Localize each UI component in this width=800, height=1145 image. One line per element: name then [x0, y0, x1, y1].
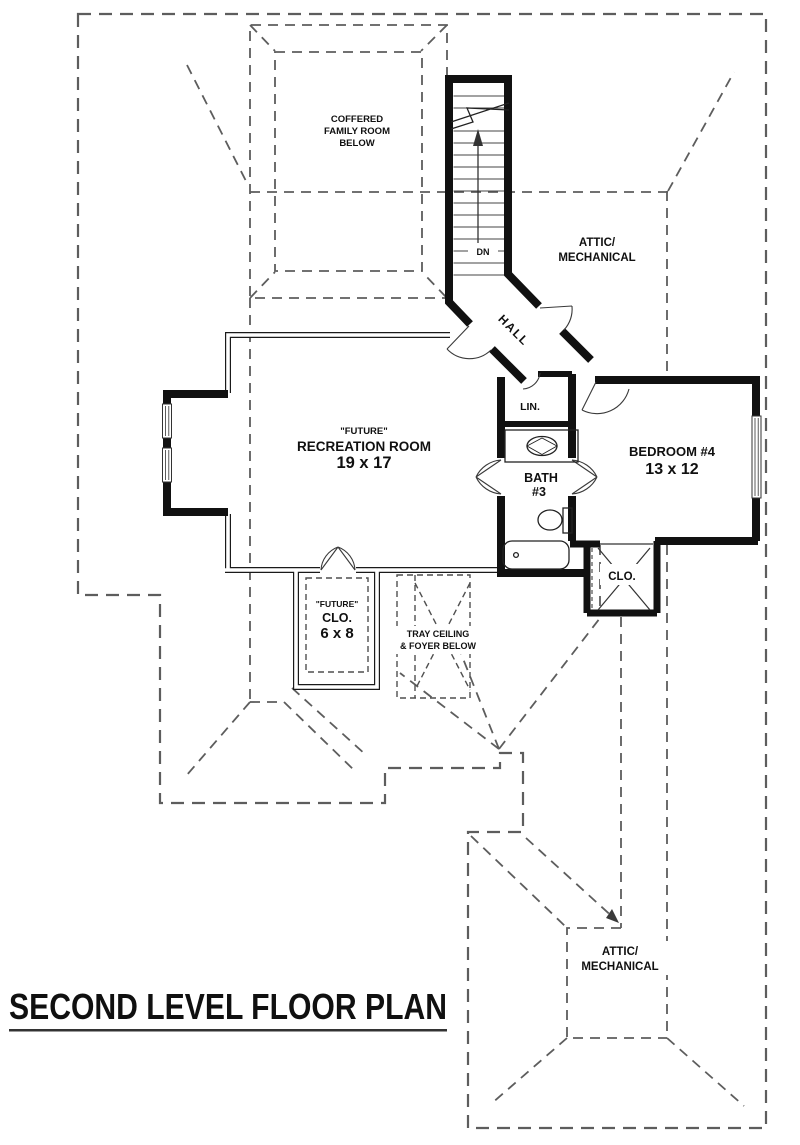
vanity-counter	[504, 429, 579, 463]
outer-roof-boundary	[76, 12, 768, 1130]
attic-top-label-2: MECHANICAL	[558, 252, 635, 264]
title-underline	[9, 1029, 447, 1032]
valley-center-a	[498, 617, 601, 750]
page-title: SECOND LEVEL FLOOR PLAN	[9, 986, 447, 1027]
attic-slope-line-a	[470, 835, 566, 927]
attic-top-label-1: ATTIC/	[579, 237, 616, 249]
stairwell-right-wall	[504, 79, 542, 309]
attic-bottom-hip-right	[666, 1037, 745, 1107]
bathroom-fixtures	[502, 429, 579, 570]
recreation-room-walls	[225, 332, 497, 690]
family-room-hip-ticks	[249, 24, 448, 299]
family-room-roof-box-inner	[274, 51, 423, 272]
attic-bottom-inner-box	[566, 927, 667, 1039]
stairs-dn-label: DN	[477, 247, 490, 257]
coffered-family-room-label-1: COFFERED	[331, 114, 383, 125]
bath-right-door-arcs	[571, 459, 598, 495]
solid-walls	[163, 75, 760, 577]
rec-room-door-arc	[446, 325, 492, 360]
bedroom4-dimensions-label: 13 x 12	[645, 461, 698, 478]
hall-lower-wall	[489, 346, 527, 384]
family-room-roof-box-outer	[249, 24, 448, 299]
future-closet-door-arcs	[320, 546, 356, 571]
attic-bottom-label-2: MECHANICAL	[581, 961, 658, 973]
hip-top-right	[667, 71, 735, 192]
bedroom-window	[751, 415, 762, 499]
attic-slope-line-b	[525, 837, 617, 921]
slope-arrowhead	[606, 909, 619, 923]
recreation-dimensions-label: 19 x 17	[336, 454, 391, 472]
bathtub	[502, 540, 570, 570]
tub-drain	[512, 551, 520, 559]
bath-number-label: #3	[532, 485, 546, 499]
attic-door-arc	[539, 305, 573, 331]
bay-window-upper	[162, 403, 172, 439]
valley-top-left	[186, 64, 248, 184]
bedroom-closet-label: CLO.	[608, 571, 635, 583]
stair-up-arrow	[473, 129, 483, 247]
bedroom4-name-label: BEDROOM #4	[629, 444, 716, 459]
coffered-family-room-label-2: FAMILY ROOM	[324, 126, 390, 137]
roof-outline-dashed	[76, 12, 768, 1130]
label-backgrounds	[392, 243, 671, 975]
future-closet-name-label: CLO.	[322, 611, 352, 625]
future-closet-inner-dashed	[305, 577, 369, 673]
arrowhead-icon	[473, 129, 483, 146]
bedroom-closet-walls	[570, 540, 661, 617]
plan-title-group: SECOND LEVEL FLOOR PLAN	[9, 986, 447, 1032]
sink-basin	[526, 435, 558, 457]
attic-bottom-label-1: ATTIC/	[602, 946, 639, 958]
toilet-bowl	[537, 509, 563, 531]
bay-window-lower	[162, 447, 172, 483]
hall-label: HALL	[495, 312, 532, 349]
valley-center-c	[459, 650, 500, 750]
toilet-tank	[562, 507, 573, 534]
left-wing-hip-c	[291, 687, 367, 756]
attic-bottom-hip-left	[490, 1037, 568, 1105]
recreation-qualifier-label: "FUTURE"	[340, 426, 388, 437]
future-closet-dimensions-label: 6 x 8	[320, 625, 353, 642]
linen-label: LIN.	[520, 401, 540, 413]
hall-upper-wall	[559, 328, 594, 363]
tray-ceiling-label-2: & FOYER BELOW	[400, 641, 477, 651]
bath-left-door-arcs	[475, 459, 502, 495]
sink-detail	[526, 437, 558, 456]
bedroom-door-arc	[581, 381, 630, 415]
linen-walls	[503, 371, 572, 427]
left-wing-hip-a	[185, 701, 251, 777]
coffered-family-room-label-3: BELOW	[339, 138, 374, 149]
future-closet-qualifier-label: "FUTURE"	[316, 599, 359, 609]
stair-break-line	[450, 102, 510, 130]
tray-ceiling-label-1: TRAY CEILING	[407, 629, 470, 639]
recreation-name-label: RECREATION ROOM	[297, 439, 431, 454]
linen-door-arc	[522, 372, 541, 390]
bath-name-label: BATH	[524, 471, 558, 485]
stairwell-left-wall	[445, 79, 473, 327]
door-swings	[320, 305, 630, 571]
